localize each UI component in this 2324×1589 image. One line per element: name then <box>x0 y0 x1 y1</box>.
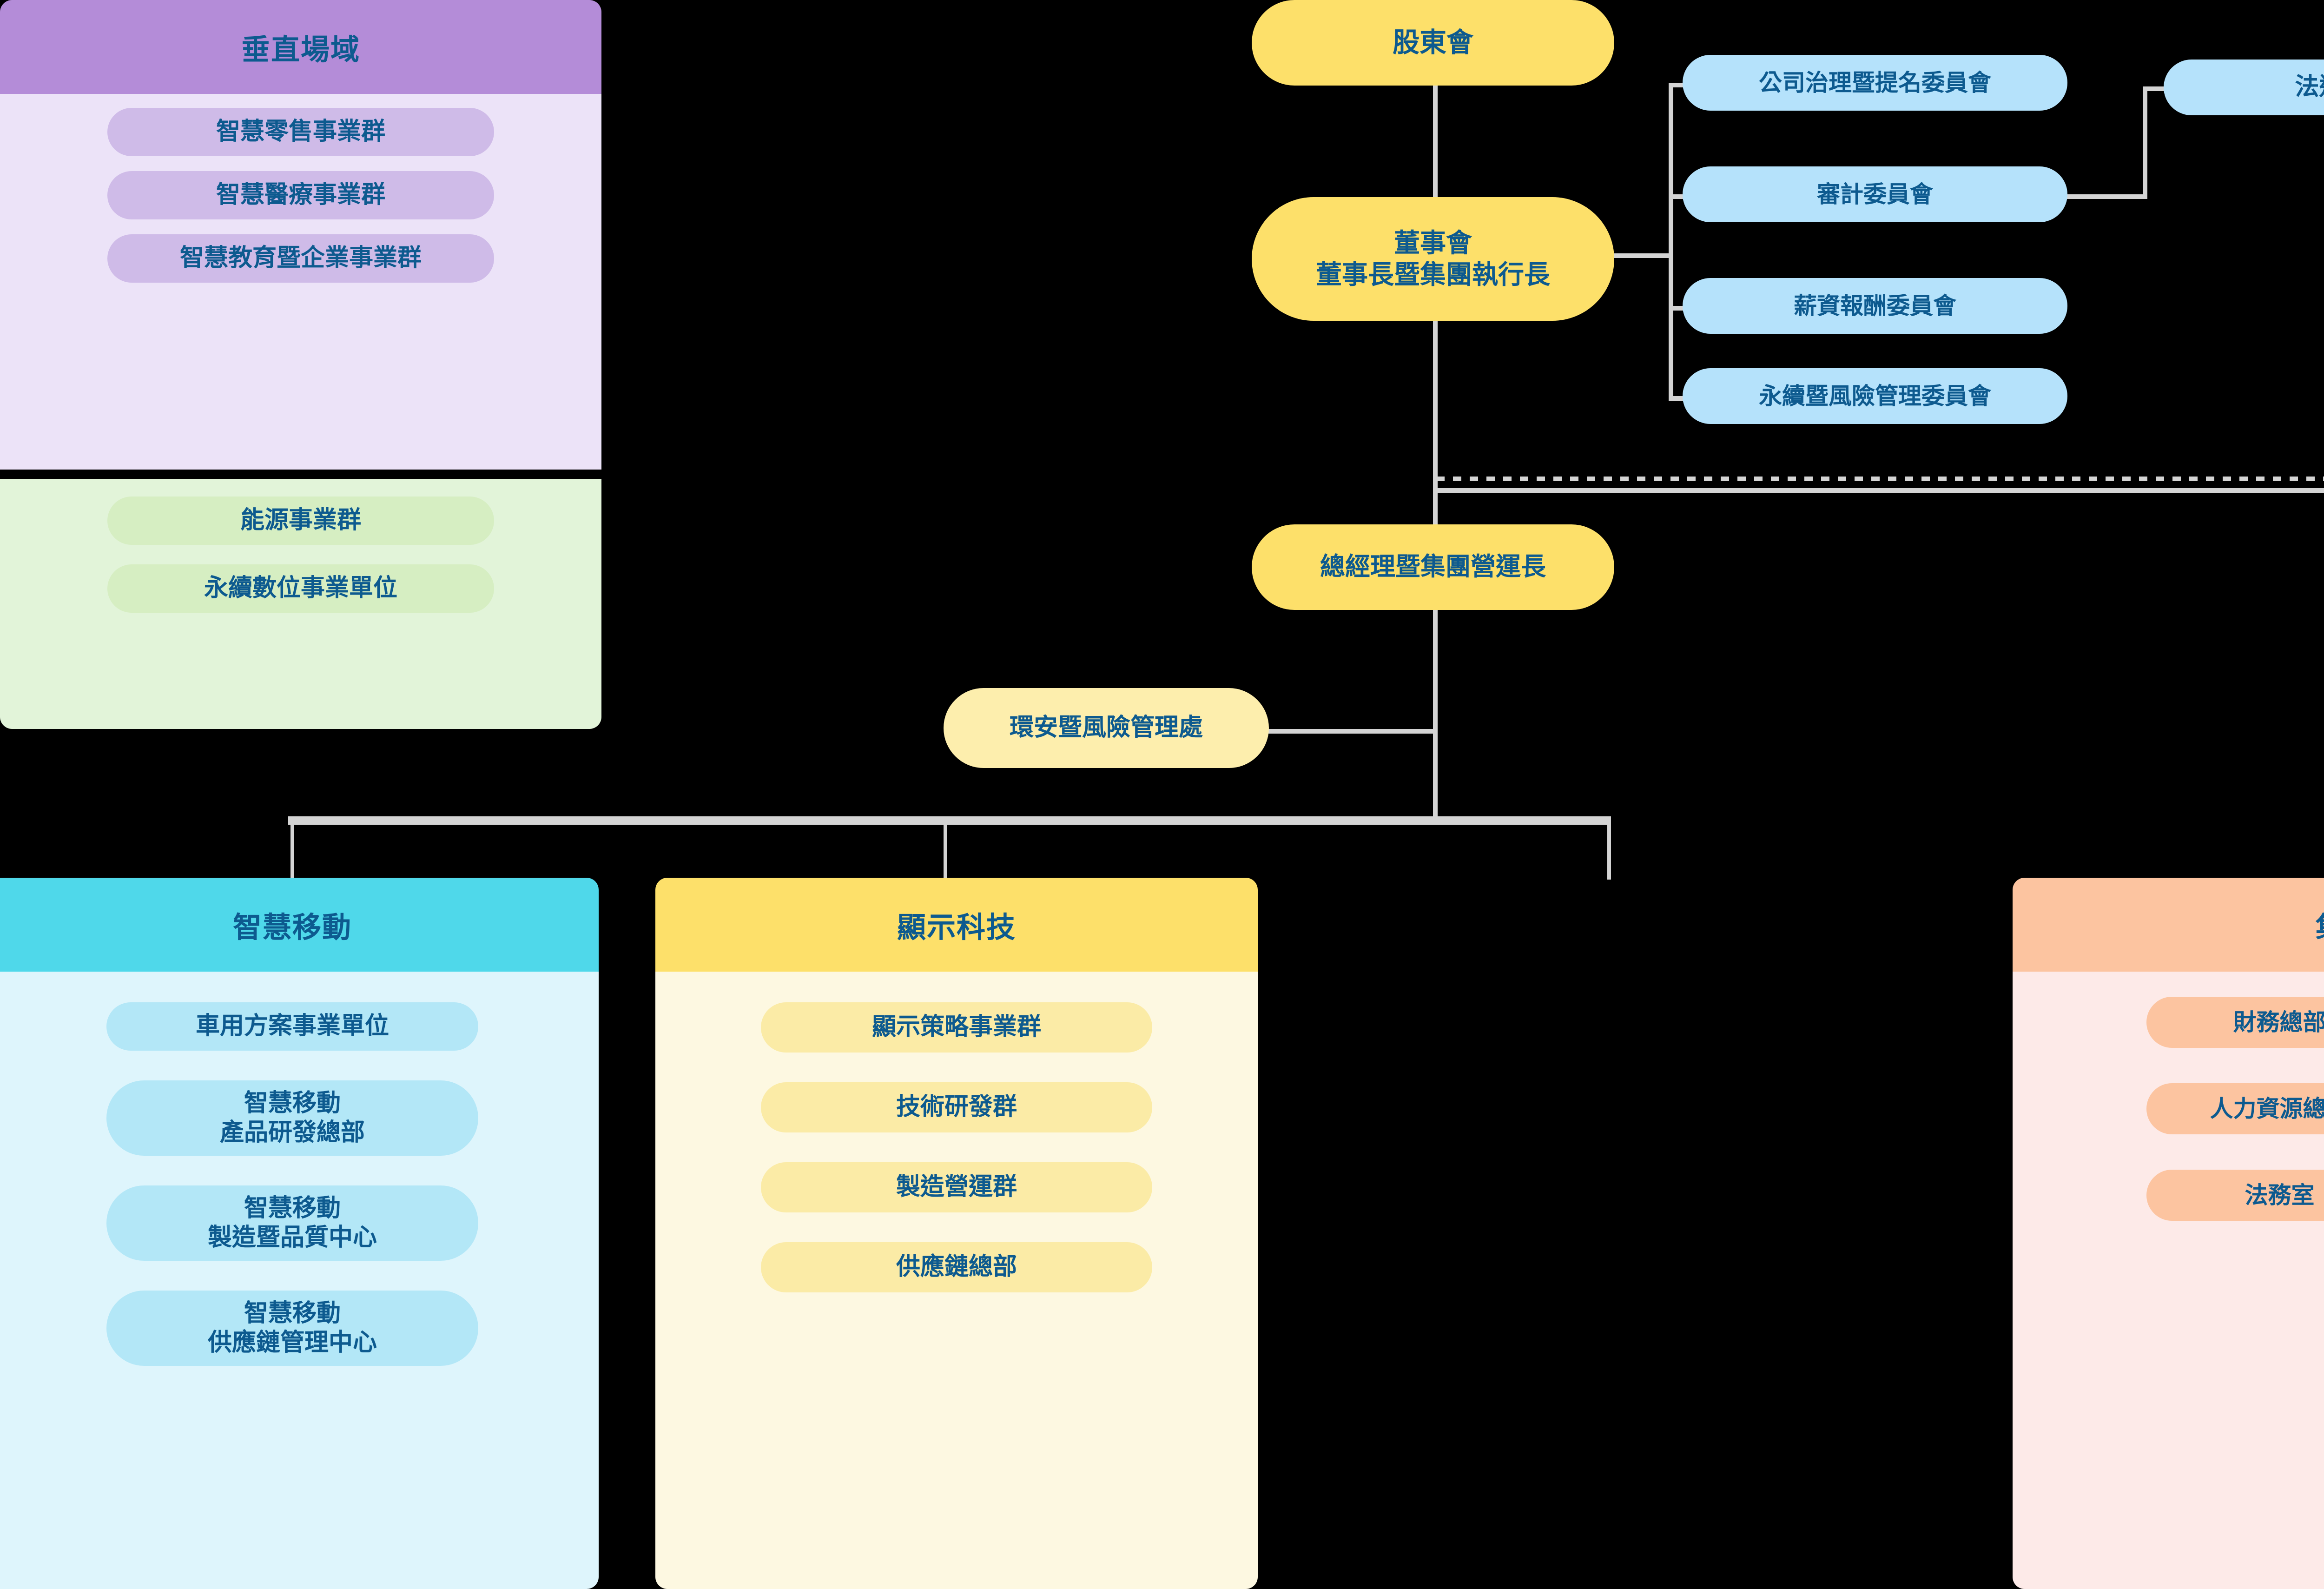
division-header-display: 顯示科技 <box>655 878 1258 972</box>
unit-chip[interactable]: 供應鏈總部 <box>761 1242 1152 1292</box>
unit-chip[interactable]: 製造營運群 <box>761 1162 1152 1212</box>
division-body-vertical: 智慧零售事業群 智慧醫療事業群 智慧教育暨企業事業群 <box>0 94 601 470</box>
division-title: 垂直場域 <box>241 26 360 68</box>
support-unit-grid: 財務總部 數位技術發展總部 人力資源總部 永續發展總部 法務室 策略投資管理中心 <box>2146 997 2324 1221</box>
node-committee-governance-nomination[interactable]: 公司治理暨提名委員會 <box>1683 55 2067 111</box>
unit-label: 法務室 <box>2245 1181 2315 1210</box>
unit-chip[interactable]: 車用方案事業單位 <box>106 1002 478 1051</box>
connector-counsel-riser <box>2143 86 2147 198</box>
division-title: 顯示科技 <box>897 904 1016 946</box>
unit-chip[interactable]: 技術研發群 <box>761 1082 1152 1132</box>
committee-label: 永續暨風險管理委員會 <box>1759 382 1991 410</box>
chief-compliance-officer-label: 法遵總顧問 <box>2295 73 2324 102</box>
unit-chip[interactable]: 智慧移動 供應鏈管理中心 <box>106 1291 478 1366</box>
node-committee-compensation[interactable]: 薪資報酬委員會 <box>1683 278 2067 334</box>
node-board-of-directors[interactable]: 董事會 董事長暨集團執行長 <box>1252 197 1614 321</box>
connector-drop-display <box>944 816 947 880</box>
node-president-coo[interactable]: 總經理暨集團營運長 <box>1252 524 1614 610</box>
division-header-mobility: 智慧移動 <box>0 878 599 972</box>
unit-chip[interactable]: 智慧移動 製造暨品質中心 <box>106 1185 478 1261</box>
unit-label: 技術研發群 <box>896 1092 1017 1122</box>
unit-label: 智慧移動 產品研發總部 <box>220 1089 365 1148</box>
division-header-support: 集團營運支援單位 <box>2013 878 2324 972</box>
board-label: 董事會 董事長暨集團執行長 <box>1316 227 1550 291</box>
unit-chip[interactable]: 法務室 <box>2146 1170 2324 1221</box>
unit-label: 財務總部 <box>2233 1008 2324 1037</box>
unit-chip[interactable]: 顯示策略事業群 <box>761 1002 1152 1053</box>
division-card-vertical[interactable]: 垂直場域 智慧零售事業群 智慧醫療事業群 智慧教育暨企業事業群 能源事業群 永續… <box>0 0 601 711</box>
division-card-support[interactable]: 集團營運支援單位 財務總部 數位技術發展總部 人力資源總部 永續發展總部 法務室 <box>2013 878 2324 1589</box>
shareholders-meeting-label: 股東會 <box>1393 26 1473 60</box>
division-body-display: 顯示策略事業群 技術研發群 製造營運群 供應鏈總部 <box>655 972 1258 1589</box>
connector-drop-mobility <box>290 816 294 880</box>
node-shareholders-meeting[interactable]: 股東會 <box>1252 0 1614 86</box>
committee-label: 審計委員會 <box>1817 180 1933 209</box>
node-chief-compliance-officer[interactable]: 法遵總顧問 <box>2164 60 2324 115</box>
unit-label: 車用方案事業單位 <box>196 1012 389 1041</box>
unit-label: 智慧零售事業群 <box>216 117 385 146</box>
connector-committee-spine <box>1669 83 1673 399</box>
unit-chip[interactable]: 財務總部 <box>2146 997 2324 1048</box>
unit-chip[interactable]: 智慧移動 產品研發總部 <box>106 1080 478 1156</box>
unit-label: 智慧教育暨企業事業群 <box>180 244 422 273</box>
unit-label: 智慧移動 供應鏈管理中心 <box>208 1299 377 1358</box>
division-card-mobility[interactable]: 智慧移動 車用方案事業單位 智慧移動 產品研發總部 智慧移動 製造暨品質中心 智… <box>0 878 599 1589</box>
connector-ehs-to-trunk <box>1267 729 1436 734</box>
division-header-vertical: 垂直場域 <box>0 0 601 94</box>
unit-label: 智慧醫療事業群 <box>216 180 385 210</box>
unit-label: 供應鏈總部 <box>896 1252 1017 1282</box>
unit-chip[interactable]: 能源事業群 <box>107 497 494 545</box>
unit-label: 永續數位事業單位 <box>204 574 397 603</box>
president-label: 總經理暨集團營運長 <box>1320 552 1546 583</box>
division-subcard-vertical-energy: 能源事業群 永續數位事業單位 <box>0 479 601 729</box>
division-card-display[interactable]: 顯示科技 顯示策略事業群 技術研發群 製造營運群 供應鏈總部 <box>655 878 1258 1589</box>
division-body-mobility: 車用方案事業單位 智慧移動 產品研發總部 智慧移動 製造暨品質中心 智慧移動 供… <box>0 972 599 1589</box>
unit-chip[interactable]: 智慧教育暨企業事業群 <box>107 234 494 283</box>
connector-board-to-support-elbow <box>1433 488 2324 493</box>
unit-chip[interactable]: 人力資源總部 <box>2146 1083 2324 1134</box>
division-title: 智慧移動 <box>233 904 352 946</box>
unit-chip[interactable]: 智慧零售事業群 <box>107 108 494 156</box>
dotted-audit-to-right-rail <box>1436 477 2324 481</box>
unit-chip[interactable]: 永續數位事業單位 <box>107 564 494 613</box>
unit-label: 智慧移動 製造暨品質中心 <box>208 1194 377 1253</box>
division-title: 集團營運支援單位 <box>2315 904 2324 946</box>
ehs-risk-office-label: 環安暨風險管理處 <box>1010 713 1203 742</box>
unit-label: 能源事業群 <box>240 506 361 535</box>
unit-label: 製造營運群 <box>896 1172 1017 1202</box>
unit-label: 人力資源總部 <box>2210 1095 2324 1123</box>
connector-president-trunk <box>1433 635 1438 819</box>
connector-division-bus <box>288 816 1611 825</box>
node-committee-sustainability-risk[interactable]: 永續暨風險管理委員會 <box>1683 368 2067 424</box>
division-subcard-vertical-primary: 垂直場域 智慧零售事業群 智慧醫療事業群 智慧教育暨企業事業群 <box>0 0 601 470</box>
connector-drop-vertical <box>1607 816 1611 880</box>
committee-label: 薪資報酬委員會 <box>1794 292 1956 320</box>
unit-chip[interactable]: 智慧醫療事業群 <box>107 171 494 219</box>
connector-board-to-committee-spine <box>1613 253 1673 258</box>
node-ehs-risk-office[interactable]: 環安暨風險管理處 <box>944 688 1269 768</box>
committee-label: 公司治理暨提名委員會 <box>1759 69 1991 97</box>
node-committee-audit[interactable]: 審計委員會 <box>1683 166 2067 222</box>
unit-label: 顯示策略事業群 <box>872 1013 1041 1042</box>
division-body-support: 財務總部 數位技術發展總部 人力資源總部 永續發展總部 法務室 策略投資管理中心 <box>2013 972 2324 1589</box>
